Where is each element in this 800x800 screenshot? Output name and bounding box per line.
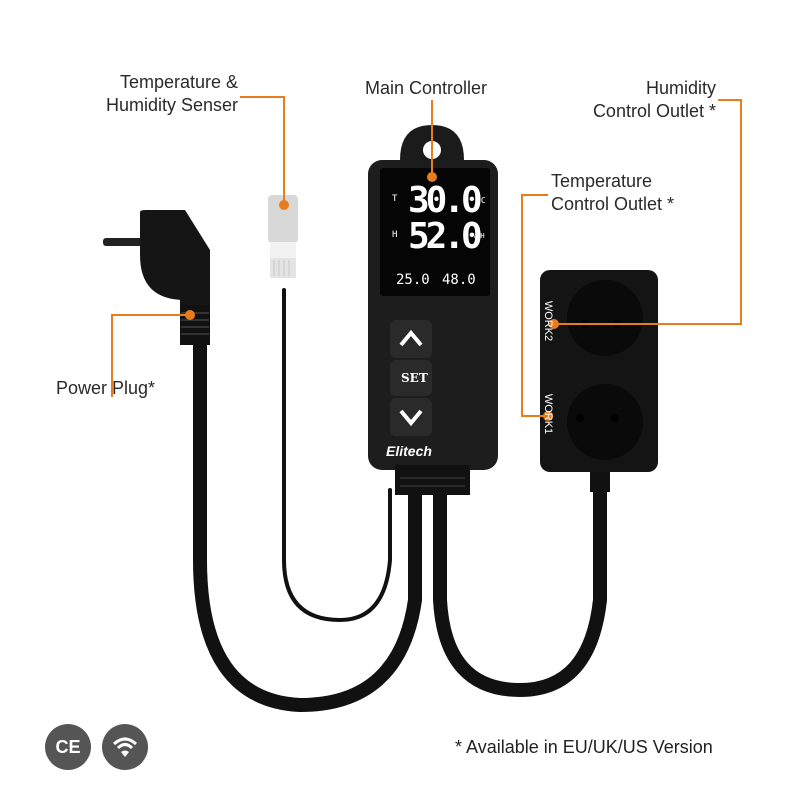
cables	[193, 288, 607, 713]
chevron-up-icon	[399, 329, 423, 347]
brand-logo: Elitech	[386, 443, 432, 459]
sub-temp: 25.0	[396, 272, 430, 288]
chevron-down-icon	[399, 409, 423, 427]
lcd-display: T 30.0 °C H 52.0 %RH 25.0 48.0	[380, 168, 490, 296]
callout-lines	[111, 96, 742, 417]
outlet-label-work1: WORK1	[542, 393, 555, 435]
up-button[interactable]	[390, 320, 432, 358]
hum-value: 52.0	[408, 216, 483, 257]
temp-unit: °C	[476, 196, 486, 205]
hum-prefix: H	[392, 230, 398, 240]
sub-hum: 48.0	[442, 272, 476, 288]
dual-outlet	[540, 270, 658, 492]
set-button[interactable]	[390, 360, 432, 396]
label-power-plug: Power Plug*	[56, 378, 156, 398]
label-temperature-outlet: Temperature Control Outlet *	[551, 171, 675, 214]
availability-note: * Available in EU/UK/US Version	[455, 737, 713, 757]
hum-unit: %RH	[472, 232, 485, 240]
outlet-label-work2: WORK2	[542, 300, 555, 342]
label-humidity-outlet: Humidity Control Outlet *	[592, 78, 716, 121]
set-button-label: SET	[401, 371, 428, 385]
temperature-humidity-sensor	[268, 195, 298, 278]
main-controller	[368, 125, 498, 495]
temp-prefix: T	[392, 194, 398, 204]
ce-icon: CE	[55, 736, 81, 757]
wifi-icon	[112, 737, 138, 757]
temp-value: 30.0	[408, 180, 483, 221]
ce-badge: CE	[45, 724, 91, 770]
wifi-badge	[102, 724, 148, 770]
power-plug	[103, 210, 210, 345]
down-button[interactable]	[390, 398, 432, 436]
label-sensor: Temperature & Humidity Senser	[105, 72, 238, 115]
callout-dots	[185, 172, 559, 421]
label-main-controller: Main Controller	[365, 78, 488, 98]
